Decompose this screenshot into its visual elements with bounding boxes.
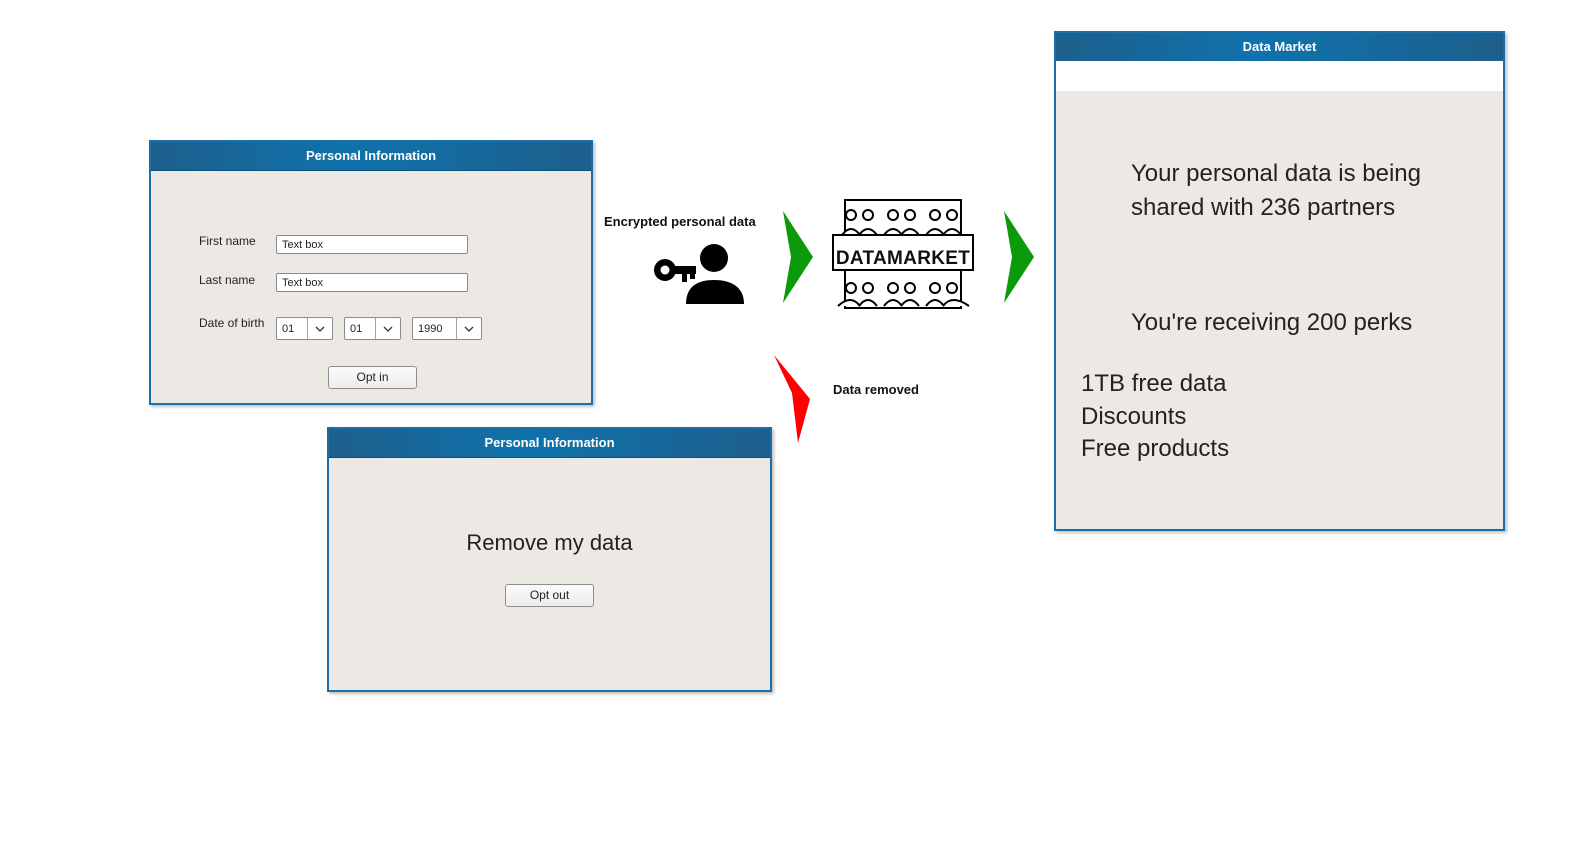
- sharing-status-text: Your personal data is being shared with …: [1131, 157, 1421, 225]
- list-item: Discounts: [1081, 403, 1187, 430]
- first-name-label: First name: [199, 234, 256, 248]
- data-removed-caption: Data removed: [833, 382, 919, 397]
- chevron-down-icon[interactable]: [456, 318, 481, 339]
- dob-year-value: 1990: [418, 322, 443, 335]
- first-name-field[interactable]: Text box: [276, 235, 468, 254]
- dob-label: Date of birth: [199, 316, 265, 330]
- remove-data-window: Personal Information Remove my data Opt …: [327, 427, 772, 692]
- remove-data-message: Remove my data: [466, 530, 633, 555]
- personal-info-window: Personal Information First name Text box…: [149, 140, 593, 405]
- window-title: Data Market: [1056, 33, 1503, 62]
- encrypted-data-caption: Encrypted personal data: [604, 214, 756, 229]
- dob-day-select[interactable]: 01: [276, 317, 333, 340]
- list-item: Free products: [1081, 435, 1230, 462]
- dob-month-value: 01: [350, 322, 363, 335]
- list-item: 1TB free data: [1081, 370, 1227, 397]
- perks-count-text: You're receiving 200 perks: [1131, 309, 1413, 336]
- opt-out-button[interactable]: Opt out: [505, 584, 594, 607]
- last-name-field[interactable]: Text box: [276, 273, 468, 292]
- perks-list: 1TB free data Discounts Free products: [1081, 367, 1229, 465]
- data-removed-arrow: [774, 355, 810, 443]
- dob-year-select[interactable]: 1990: [412, 317, 482, 340]
- last-name-label: Last name: [199, 273, 256, 287]
- opt-in-button[interactable]: Opt in: [328, 366, 417, 389]
- key-person-icon: [654, 244, 744, 304]
- datamarket-label: DATAMARKET: [835, 248, 971, 269]
- sharing-line-2: shared with 236 partners: [1131, 194, 1396, 221]
- dob-month-select[interactable]: 01: [344, 317, 401, 340]
- chevron-down-icon[interactable]: [307, 318, 332, 339]
- window-title: Personal Information: [151, 142, 591, 171]
- white-banner: [1056, 61, 1503, 91]
- chevron-down-icon[interactable]: [375, 318, 400, 339]
- data-market-window: Data Market Your personal data is being …: [1054, 31, 1505, 531]
- sharing-line-1: Your personal data is being: [1131, 160, 1421, 187]
- forward-arrow-1: [783, 211, 813, 303]
- datamarket-crowd-icon: [832, 199, 974, 309]
- window-title: Personal Information: [329, 429, 770, 458]
- forward-arrow-2: [1004, 211, 1034, 303]
- dob-day-value: 01: [282, 322, 295, 335]
